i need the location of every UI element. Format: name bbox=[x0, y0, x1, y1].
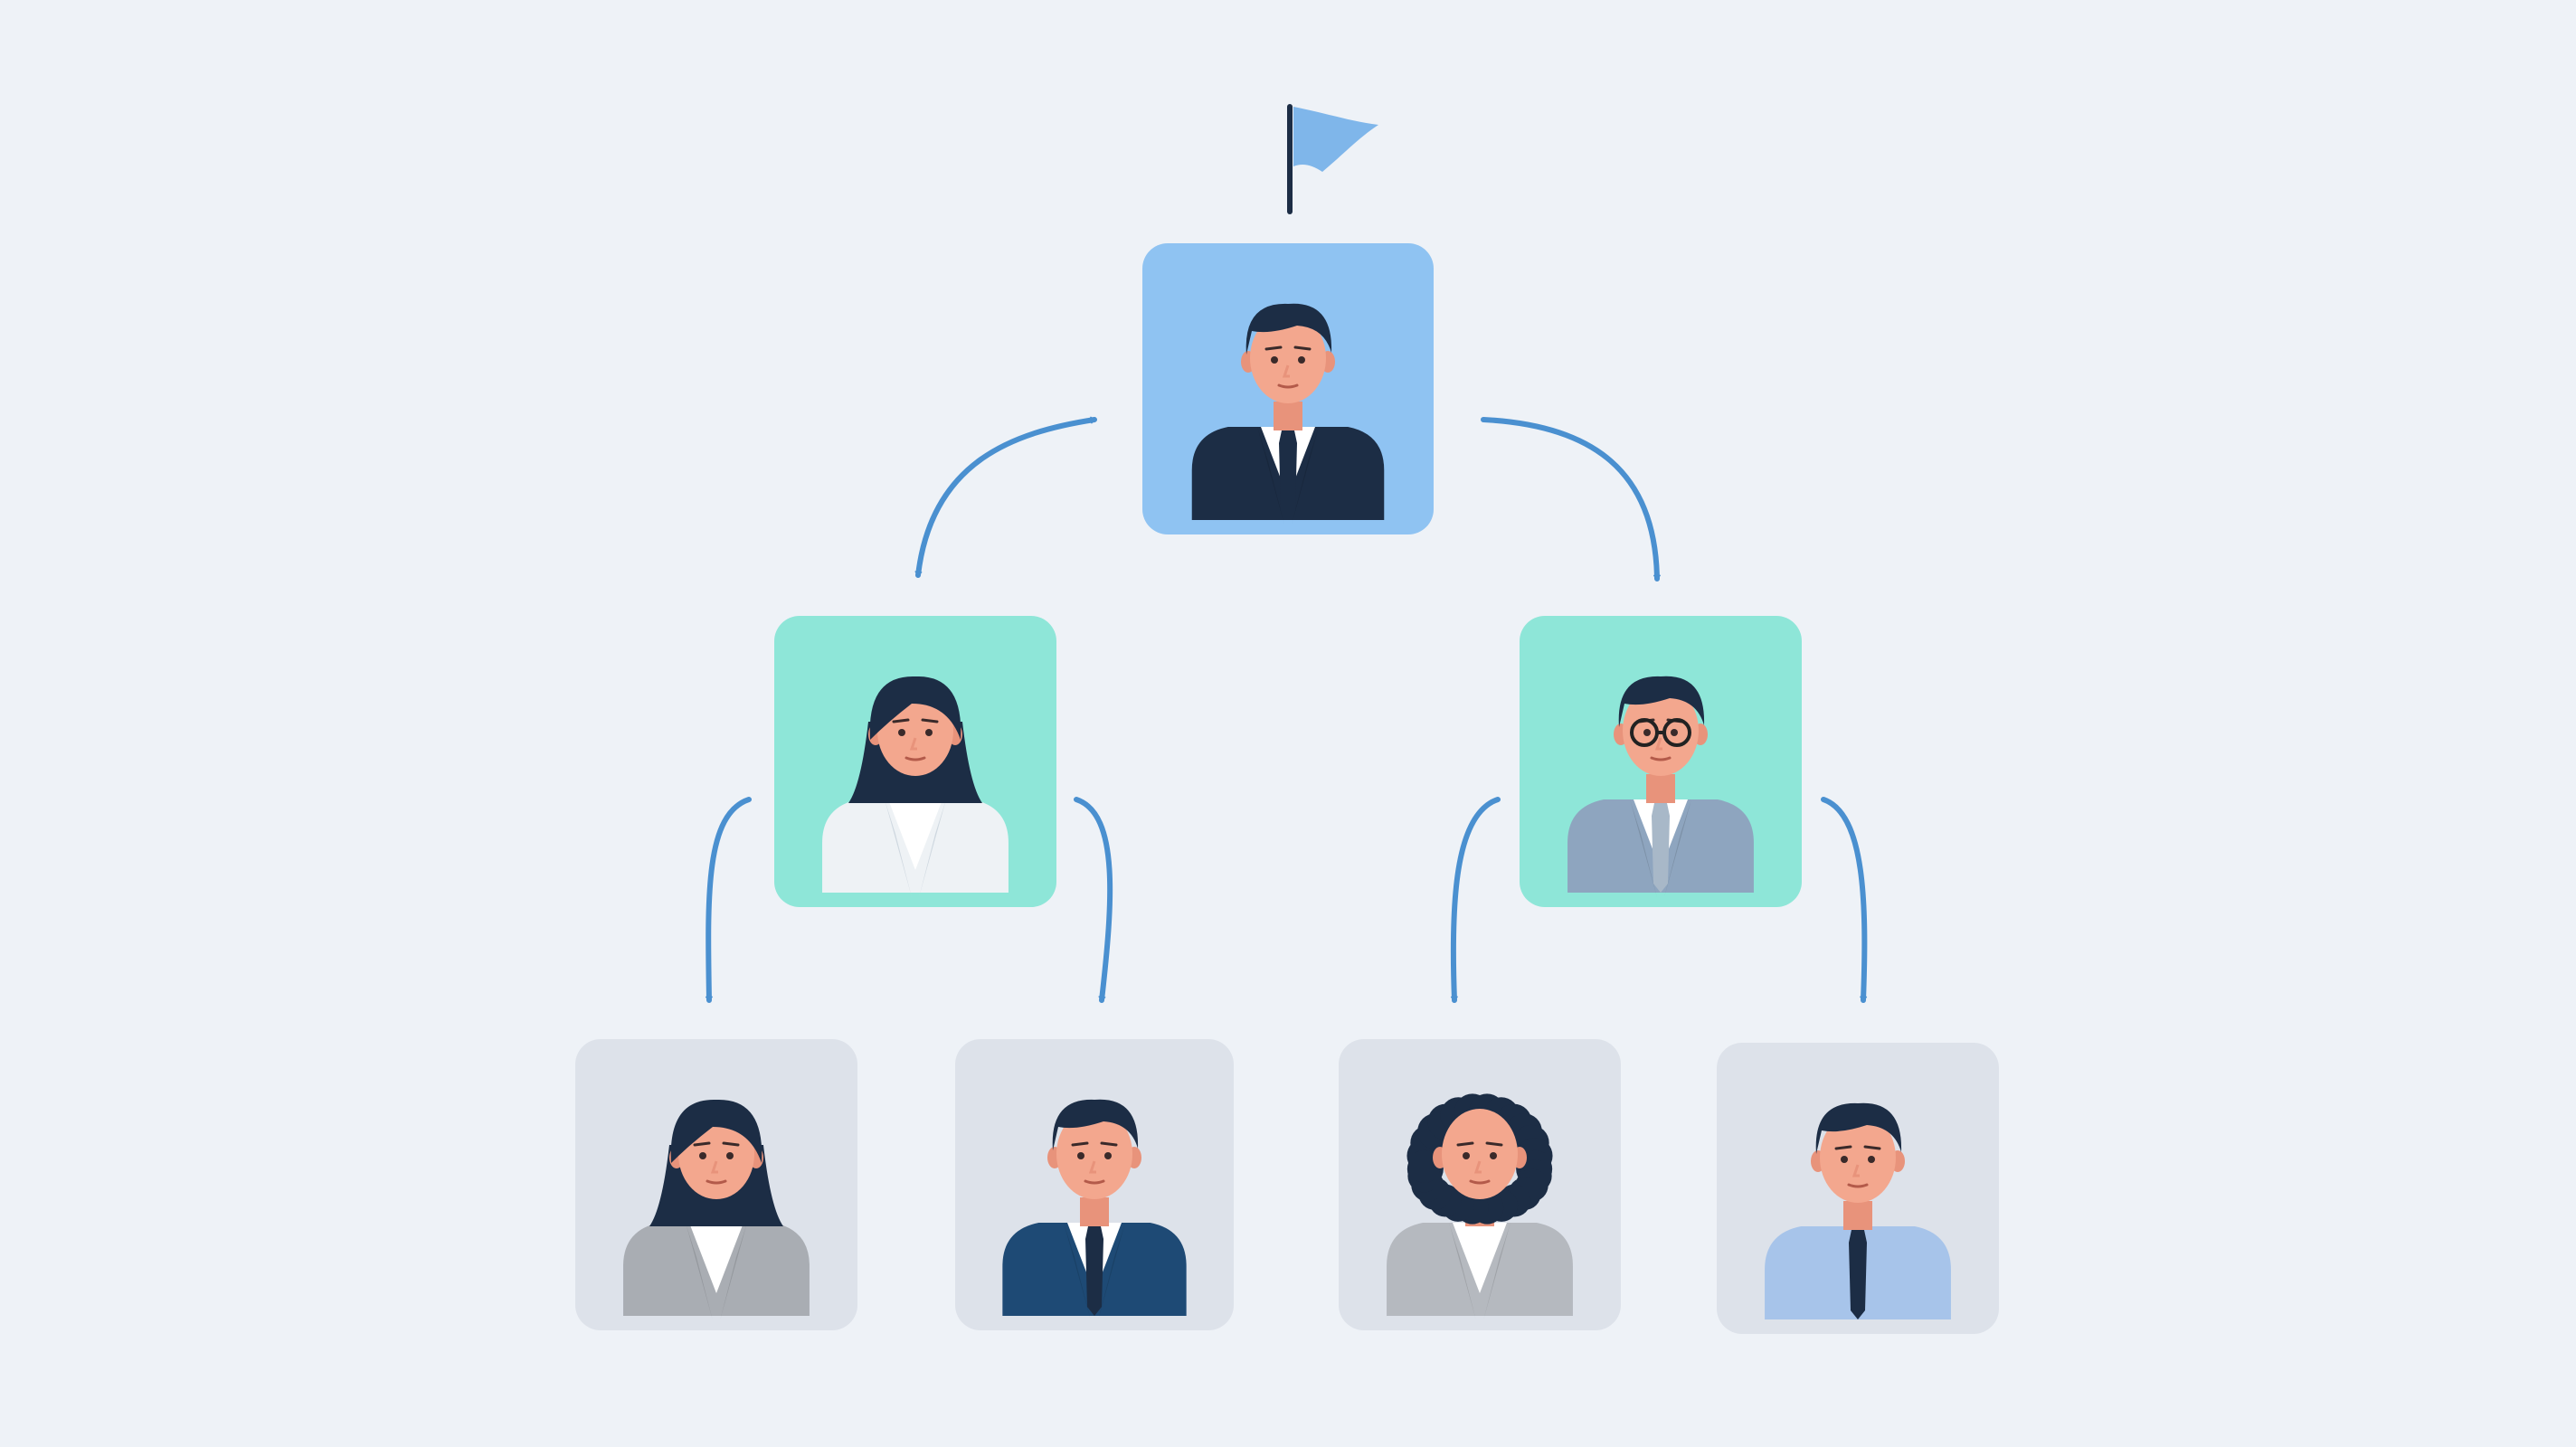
avatar-mouth bbox=[1277, 383, 1299, 389]
avatar-tie bbox=[1849, 1230, 1867, 1319]
node-root[interactable] bbox=[1142, 243, 1434, 534]
avatar-eye-right bbox=[925, 729, 933, 736]
avatar-nose bbox=[1088, 1160, 1096, 1174]
connector-root-to-mid-left bbox=[914, 416, 1097, 578]
avatar-eye-right bbox=[1298, 356, 1305, 364]
avatar-tie bbox=[1279, 430, 1297, 520]
avatar-eye-right bbox=[1868, 1156, 1875, 1163]
avatar-eye-left bbox=[699, 1152, 706, 1159]
avatar-brow-right bbox=[921, 718, 939, 724]
avatar-neck bbox=[1274, 402, 1302, 430]
avatar-shirt bbox=[689, 1223, 743, 1293]
avatar-lapel-left bbox=[1064, 1223, 1091, 1320]
avatar-lapel-right bbox=[1664, 799, 1691, 897]
avatar-face bbox=[1442, 1109, 1518, 1199]
node-leaf-2[interactable] bbox=[955, 1039, 1234, 1330]
avatar-brow-left bbox=[1071, 1141, 1089, 1147]
avatar-hair bbox=[869, 676, 961, 740]
avatar-face bbox=[1250, 313, 1326, 403]
person-avatar-icon bbox=[1567, 676, 1754, 897]
person-avatar-icon bbox=[1191, 303, 1385, 525]
connector-root-to-mid-right bbox=[1481, 417, 1661, 582]
person-avatar-icon bbox=[1002, 1099, 1187, 1320]
avatar-lapel-right bbox=[1292, 427, 1319, 525]
avatar-brow-right bbox=[1863, 1145, 1881, 1150]
avatar-face bbox=[1820, 1112, 1896, 1203]
avatar-lapel-left bbox=[1257, 427, 1284, 525]
avatar-mouth bbox=[706, 1179, 727, 1185]
avatar-eye-right bbox=[726, 1152, 734, 1159]
avatar-hair bbox=[1815, 1102, 1902, 1154]
avatar-lapel-right bbox=[919, 799, 946, 897]
avatar-lapel-left bbox=[885, 799, 912, 897]
avatar-brow-right bbox=[722, 1141, 740, 1147]
avatar-lapel-left bbox=[1449, 1223, 1476, 1320]
avatar-eye-left bbox=[1643, 729, 1651, 736]
avatar-lapel-right bbox=[1098, 1223, 1125, 1320]
avatar-nose bbox=[710, 1160, 718, 1174]
avatar-brow-right bbox=[1485, 1141, 1503, 1147]
avatar-nose bbox=[909, 737, 917, 751]
glasses-icon bbox=[1630, 718, 1691, 747]
avatar-eye-left bbox=[898, 729, 905, 736]
nodes-layer bbox=[575, 243, 1999, 1334]
avatar-brow-right bbox=[1293, 345, 1312, 351]
avatar-nose bbox=[1473, 1160, 1482, 1174]
avatar-face bbox=[1056, 1109, 1132, 1199]
avatar-eye-left bbox=[1463, 1152, 1470, 1159]
node-leaf-1[interactable] bbox=[575, 1039, 857, 1330]
avatar-neck bbox=[1080, 1197, 1109, 1226]
node-leaf-4[interactable] bbox=[1717, 1043, 1999, 1334]
avatar-lapel-left bbox=[686, 1223, 713, 1320]
avatar-nose bbox=[1282, 364, 1290, 378]
avatar-hair bbox=[1245, 303, 1332, 355]
avatar-mouth bbox=[1084, 1179, 1105, 1185]
avatar-neck bbox=[1843, 1201, 1872, 1230]
avatar-brow-left bbox=[693, 1141, 711, 1147]
connector-mid-left-to-leaf-2 bbox=[1074, 797, 1113, 1003]
avatar-hair bbox=[670, 1099, 762, 1163]
avatar-eye-right bbox=[1671, 729, 1678, 736]
avatar-tie bbox=[1085, 1226, 1103, 1316]
avatar-brow-left bbox=[892, 718, 910, 724]
flag-icon bbox=[1287, 104, 1378, 214]
avatar-eye-right bbox=[1104, 1152, 1112, 1159]
avatar-brow-left bbox=[1834, 1145, 1852, 1150]
connector-mid-left-to-leaf-1 bbox=[706, 797, 752, 1003]
person-avatar-icon bbox=[623, 1099, 810, 1320]
person-avatar-icon bbox=[1387, 1093, 1573, 1320]
avatar-hair bbox=[1052, 1099, 1139, 1150]
avatar-mouth bbox=[904, 756, 926, 761]
connector-mid-right-to-leaf-3 bbox=[1450, 797, 1501, 1003]
avatar-brow-right bbox=[1100, 1141, 1118, 1147]
node-mid-right[interactable] bbox=[1520, 616, 1802, 907]
avatar-tie bbox=[1652, 803, 1670, 893]
person-avatar-icon bbox=[822, 676, 1009, 897]
avatar-lapel-right bbox=[1483, 1223, 1511, 1320]
avatar-eye-left bbox=[1271, 356, 1278, 364]
avatar-brow-left bbox=[1456, 1141, 1474, 1147]
avatar-eye-left bbox=[1077, 1152, 1084, 1159]
avatar-neck bbox=[1646, 774, 1675, 803]
avatar-mouth bbox=[1847, 1183, 1869, 1188]
avatar-brow-left bbox=[1264, 345, 1283, 351]
avatar-hair bbox=[1618, 676, 1705, 727]
avatar-shirt bbox=[888, 799, 942, 870]
avatar-mouth bbox=[1469, 1179, 1491, 1185]
avatar-hair-curly bbox=[1406, 1093, 1553, 1225]
connectors-layer bbox=[706, 416, 1868, 1003]
avatar-lapel-left bbox=[1630, 799, 1657, 897]
avatar-nose bbox=[1852, 1164, 1860, 1177]
avatar-mouth bbox=[1650, 756, 1672, 761]
avatar-eye-left bbox=[1841, 1156, 1848, 1163]
avatar-lapel-right bbox=[720, 1223, 747, 1320]
avatar-shirt bbox=[1453, 1223, 1507, 1293]
connector-mid-right-to-leaf-4 bbox=[1821, 797, 1868, 1003]
node-mid-left[interactable] bbox=[774, 616, 1056, 907]
avatar-eye-right bbox=[1490, 1152, 1497, 1159]
node-leaf-3[interactable] bbox=[1339, 1039, 1621, 1330]
avatar-nose bbox=[1654, 737, 1662, 751]
person-avatar-icon bbox=[1765, 1102, 1951, 1319]
